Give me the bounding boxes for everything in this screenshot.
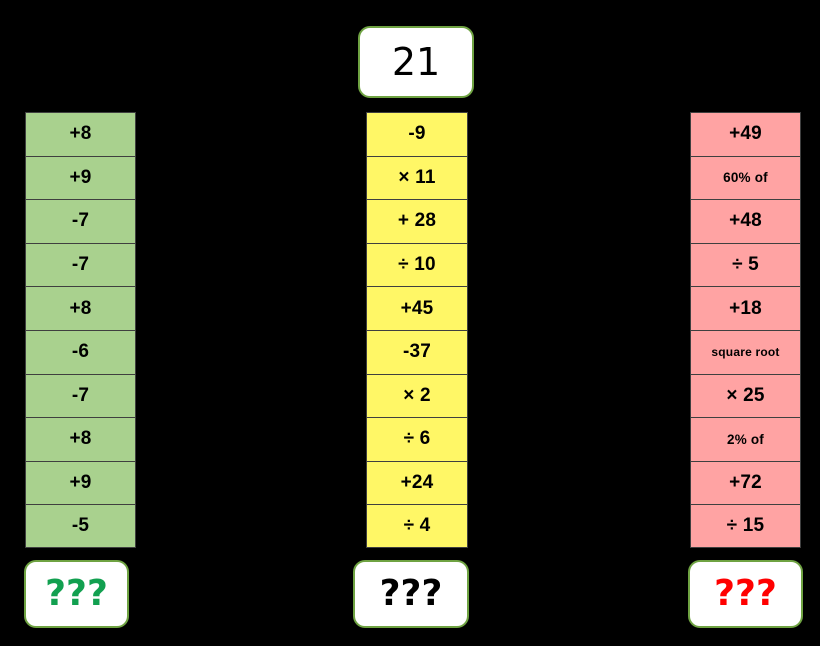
operation-cell: ÷ 15 bbox=[690, 504, 801, 548]
operation-cell: × 25 bbox=[690, 373, 801, 418]
operation-cell: ÷ 6 bbox=[366, 417, 468, 461]
operation-cell: +8 bbox=[25, 112, 136, 156]
operation-cell: ÷ 5 bbox=[690, 242, 801, 287]
answer-box-pink[interactable]: ??? bbox=[688, 560, 803, 628]
operation-cell: -5 bbox=[25, 504, 136, 548]
operation-cell: ÷ 4 bbox=[366, 504, 468, 548]
operation-cell: × 2 bbox=[366, 373, 468, 418]
operation-cell: +45 bbox=[366, 286, 468, 330]
operation-cell: × 11 bbox=[366, 155, 468, 200]
operation-cell: +72 bbox=[690, 460, 801, 505]
operation-cell: +18 bbox=[690, 286, 801, 330]
operation-cell: 2% of bbox=[690, 417, 801, 461]
answer-box-yellow[interactable]: ??? bbox=[353, 560, 469, 628]
operation-cell: -7 bbox=[25, 373, 136, 418]
operation-column-pink: +49 60% of +48 ÷ 5 +18 square root × 25 … bbox=[690, 112, 801, 548]
operation-cell: -37 bbox=[366, 329, 468, 374]
operation-cell: -7 bbox=[25, 199, 136, 243]
operation-cell: -9 bbox=[366, 112, 468, 156]
operation-column-yellow: -9 × 11 + 28 ÷ 10 +45 -37 × 2 ÷ 6 +24 ÷ … bbox=[366, 112, 468, 548]
answer-placeholder: ??? bbox=[379, 573, 443, 614]
operation-cell: -6 bbox=[25, 329, 136, 374]
operation-cell: +24 bbox=[366, 460, 468, 505]
operation-cell: square root bbox=[690, 329, 801, 374]
operation-cell: +8 bbox=[25, 286, 136, 330]
operation-cell: +49 bbox=[690, 112, 801, 156]
operation-cell: -7 bbox=[25, 242, 136, 287]
operation-cell: ÷ 10 bbox=[366, 242, 468, 287]
answer-placeholder: ??? bbox=[45, 573, 108, 614]
operation-cell: +48 bbox=[690, 199, 801, 243]
start-number-value: 21 bbox=[391, 40, 441, 84]
answer-box-green[interactable]: ??? bbox=[24, 560, 129, 628]
operation-cell: 60% of bbox=[690, 155, 801, 200]
operation-cell: +9 bbox=[25, 155, 136, 200]
operation-cell: +8 bbox=[25, 417, 136, 461]
answer-placeholder: ??? bbox=[714, 573, 777, 614]
start-number-box: 21 bbox=[358, 26, 474, 98]
operation-cell: + 28 bbox=[366, 199, 468, 243]
operation-column-green: +8 +9 -7 -7 +8 -6 -7 +8 +9 -5 bbox=[25, 112, 136, 548]
operation-cell: +9 bbox=[25, 460, 136, 505]
